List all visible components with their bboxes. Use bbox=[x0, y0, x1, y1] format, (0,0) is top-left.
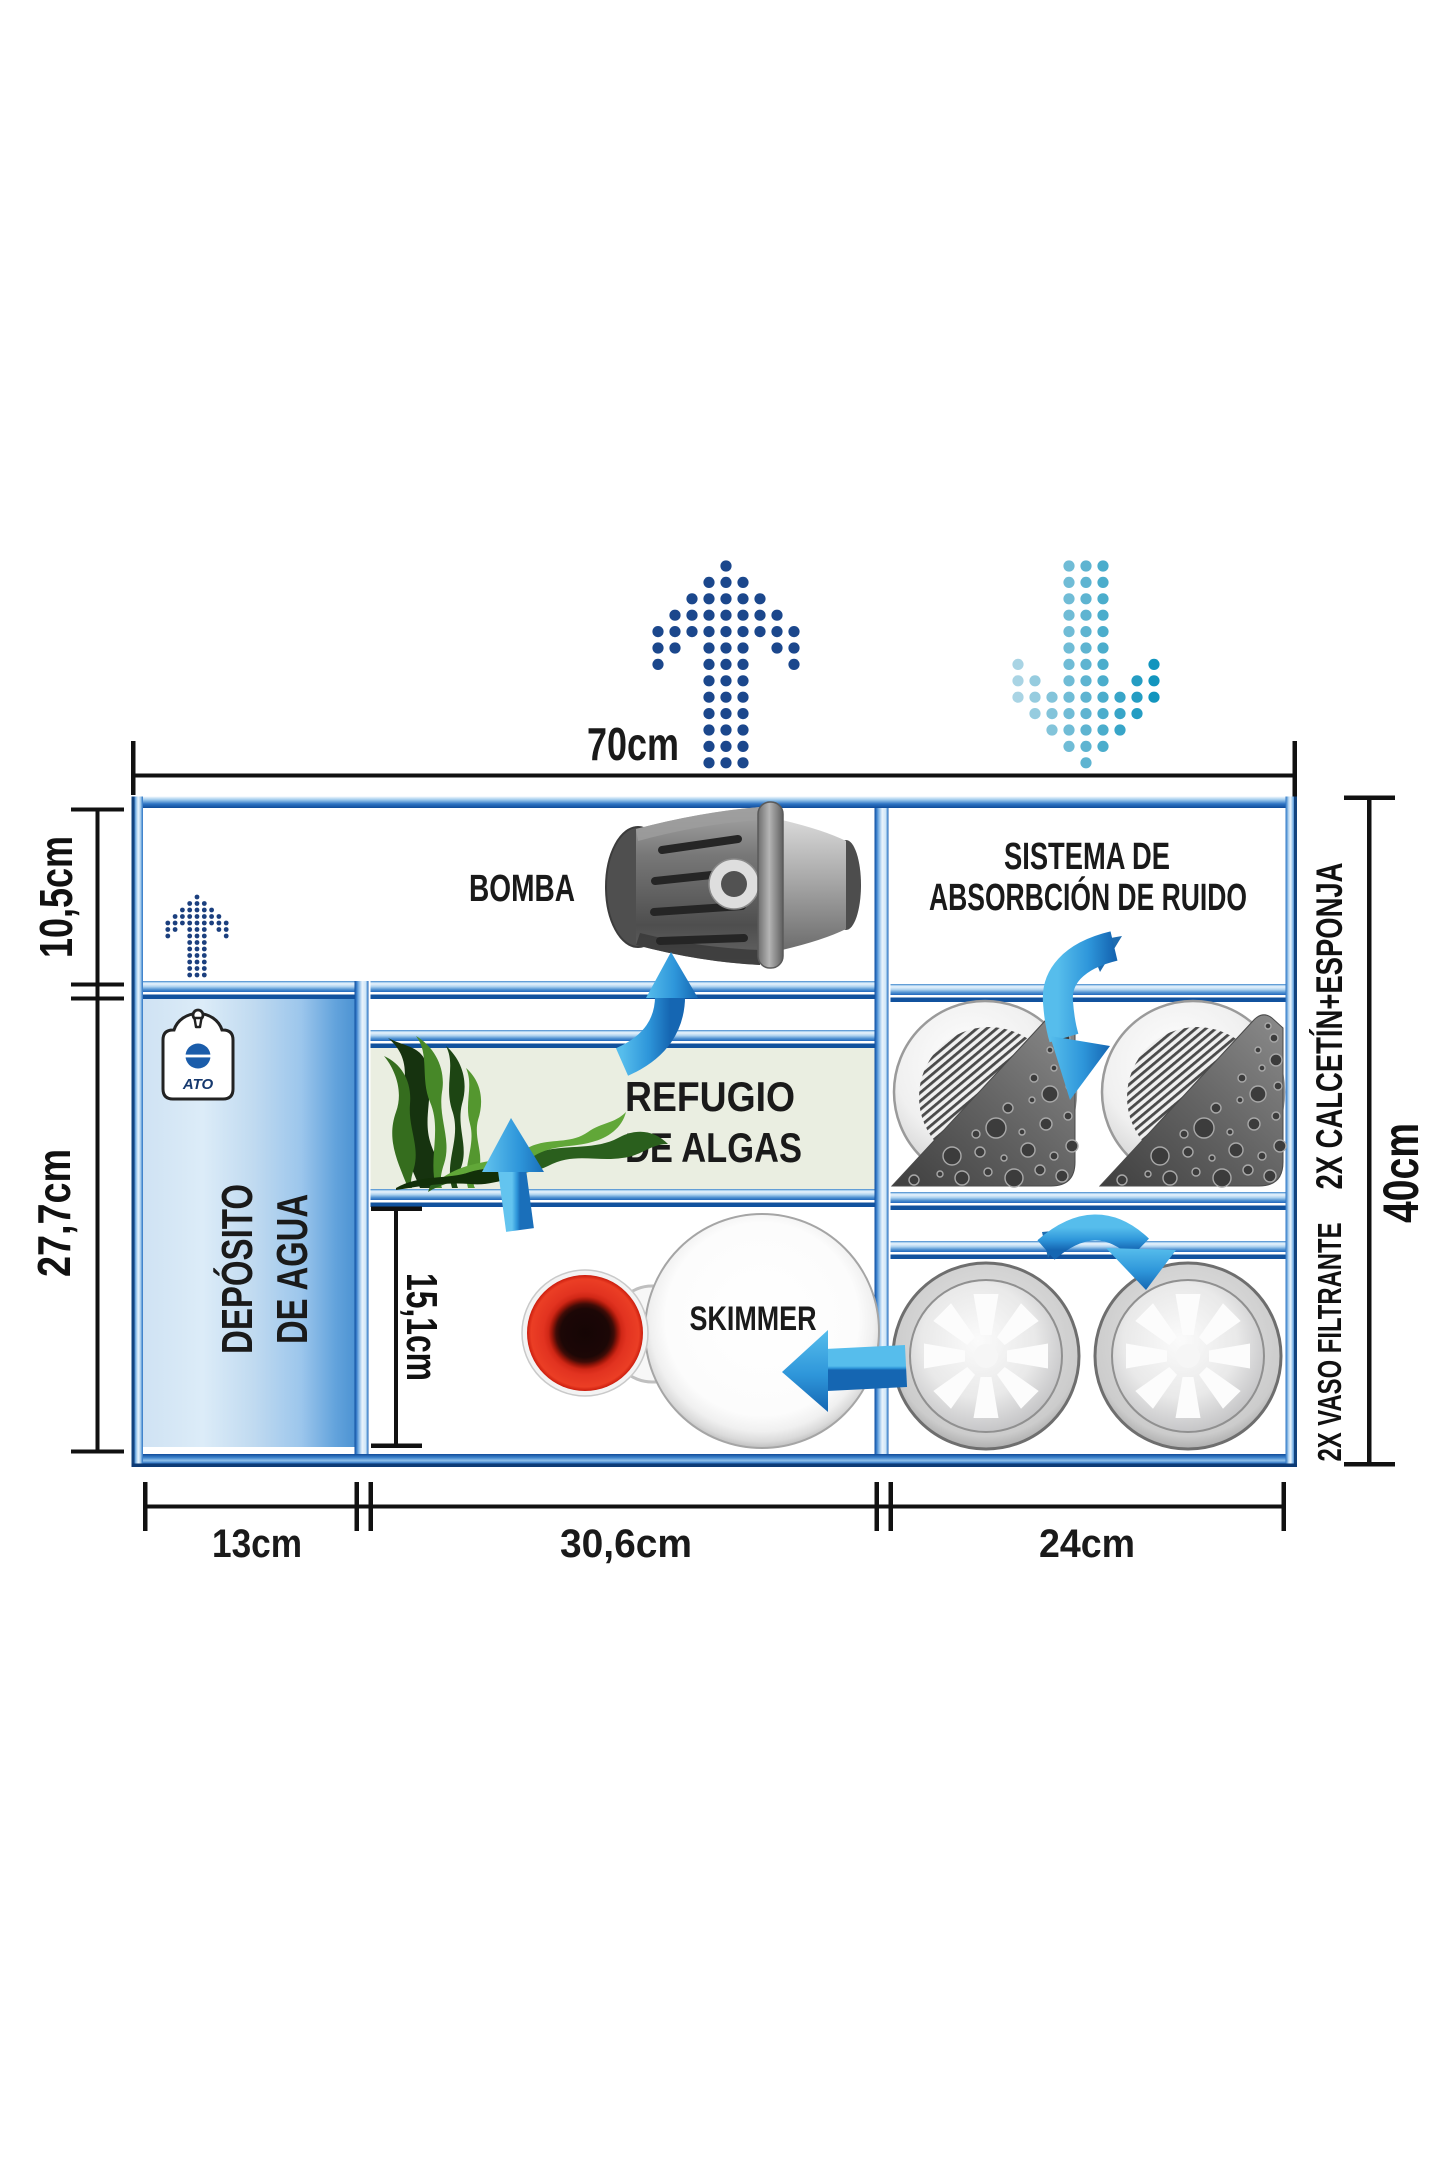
svg-text:40cm: 40cm bbox=[1373, 1123, 1429, 1223]
svg-text:REFUGIO: REFUGIO bbox=[625, 1073, 795, 1120]
svg-text:13cm: 13cm bbox=[212, 1522, 302, 1566]
svg-text:ATO: ATO bbox=[182, 1076, 214, 1093]
svg-text:SKIMMER: SKIMMER bbox=[690, 1300, 817, 1338]
svg-text:DE ALGAS: DE ALGAS bbox=[625, 1124, 802, 1171]
svg-text:70cm: 70cm bbox=[587, 718, 679, 770]
svg-text:SISTEMA DE: SISTEMA DE bbox=[1004, 836, 1170, 878]
svg-text:DE AGUA: DE AGUA bbox=[268, 1194, 317, 1344]
svg-text:2X VASO FILTRANTE: 2X VASO FILTRANTE bbox=[1311, 1223, 1348, 1462]
svg-text:27,7cm: 27,7cm bbox=[28, 1149, 80, 1277]
svg-text:30,6cm: 30,6cm bbox=[560, 1522, 692, 1566]
svg-text:2X CALCETÍN+ESPONJA: 2X CALCETÍN+ESPONJA bbox=[1309, 863, 1350, 1190]
svg-text:BOMBA: BOMBA bbox=[469, 868, 575, 910]
svg-text:24cm: 24cm bbox=[1039, 1522, 1135, 1566]
svg-text:10,5cm: 10,5cm bbox=[30, 836, 82, 958]
svg-text:DEPÓSITO: DEPÓSITO bbox=[212, 1184, 262, 1354]
svg-text:15,1cm: 15,1cm bbox=[397, 1273, 446, 1381]
svg-text:ABSORBCIÓN DE RUIDO: ABSORBCIÓN DE RUIDO bbox=[929, 875, 1247, 919]
